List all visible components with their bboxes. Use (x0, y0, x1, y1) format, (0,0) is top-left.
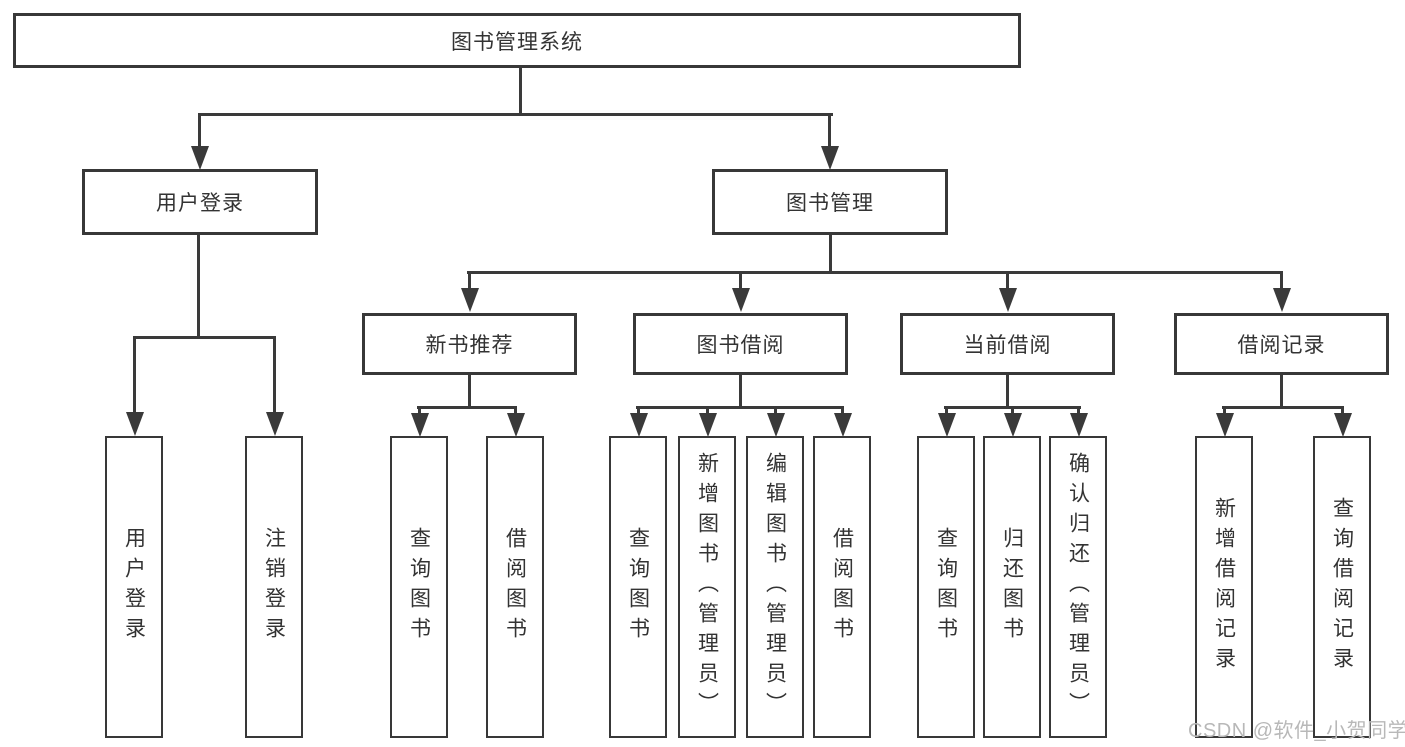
node-label: 新增借阅记录 (1212, 497, 1236, 677)
arrow-down (1280, 273, 1283, 288)
arrow-down (273, 338, 276, 412)
leaf-borrow-books-recommend: 借阅图书 (486, 436, 544, 738)
connector-hline (467, 271, 1283, 274)
node-label: 新书推荐 (425, 334, 514, 357)
node-label: 图书借阅 (696, 334, 785, 357)
node-label: 当前借阅 (963, 334, 1052, 357)
node-current-borrow: 当前借阅 (900, 313, 1115, 375)
node-borrow-records: 借阅记录 (1174, 313, 1389, 375)
arrow-down (198, 115, 201, 146)
node-label: 查询图书 (934, 527, 958, 647)
node-label: 图书管理系统 (451, 30, 583, 54)
node-book-borrow: 图书借阅 (633, 313, 848, 375)
leaf-query-borrow-record: 查询借阅记录 (1313, 436, 1371, 738)
node-label: 查询图书 (407, 527, 431, 647)
arrow-down (1223, 408, 1226, 413)
arrow-down (1011, 408, 1014, 413)
arrow-down (637, 408, 640, 413)
node-label: 查询图书 (626, 527, 650, 647)
connector-hline (417, 406, 517, 409)
node-label: 借阅图书 (830, 527, 854, 647)
leaf-add-borrow-record: 新增借阅记录 (1195, 436, 1253, 738)
node-label: 注销登录 (262, 527, 286, 647)
connector-vline (468, 375, 471, 408)
node-label: 查询借阅记录 (1330, 497, 1354, 677)
node-new-book-recommend: 新书推荐 (362, 313, 577, 375)
node-label: 归还图书 (1000, 527, 1024, 647)
leaf-logout: 注销登录 (245, 436, 303, 738)
leaf-add-book-admin: 新增图书（管理员） (678, 436, 736, 738)
leaf-user-login: 用户登录 (105, 436, 163, 738)
leaf-return-book: 归还图书 (983, 436, 1041, 738)
node-label: 用户登录 (156, 192, 244, 215)
connector-vline (1280, 375, 1283, 408)
leaf-confirm-return-admin: 确认归还（管理员） (1049, 436, 1107, 738)
connector-vline (829, 235, 832, 273)
arrow-down (468, 273, 471, 288)
arrow-down (774, 408, 777, 413)
connector-vline (519, 68, 522, 115)
leaf-query-books-current: 查询图书 (917, 436, 975, 738)
arrow-down (841, 408, 844, 413)
connector-hline (198, 113, 833, 116)
node-root: 图书管理系统 (13, 13, 1021, 68)
connector-hline (133, 336, 276, 339)
leaf-borrow-books: 借阅图书 (813, 436, 871, 738)
node-label: 编辑图书（管理员） (763, 452, 787, 722)
connector-vline (739, 375, 742, 408)
node-label: 确认归还（管理员） (1066, 452, 1090, 722)
arrow-down (828, 115, 831, 146)
node-user-login: 用户登录 (82, 169, 318, 235)
node-book-management: 图书管理 (712, 169, 948, 235)
arrow-down (1006, 273, 1009, 288)
arrow-down (133, 338, 136, 412)
leaf-query-books-borrow: 查询图书 (609, 436, 667, 738)
arrow-down (706, 408, 709, 413)
leaf-query-books-recommend: 查询图书 (390, 436, 448, 738)
node-label: 图书管理 (786, 192, 874, 215)
arrow-down (1077, 408, 1080, 413)
node-label: 借阅图书 (503, 527, 527, 647)
arrow-down (739, 273, 742, 288)
leaf-edit-book-admin: 编辑图书（管理员） (746, 436, 804, 738)
arrow-down (514, 408, 517, 413)
connector-hline (1222, 406, 1344, 409)
node-label: 借阅记录 (1237, 334, 1326, 357)
arrow-down (945, 408, 948, 413)
connector-hline (636, 406, 844, 409)
arrow-down (418, 408, 421, 413)
arrow-down (1341, 408, 1344, 413)
connector-vline (197, 235, 200, 338)
connector-vline (1006, 375, 1009, 408)
node-label: 用户登录 (122, 527, 146, 647)
watermark: CSDN @软件_小贺同学 (1188, 720, 1405, 742)
node-label: 新增图书（管理员） (695, 452, 719, 722)
